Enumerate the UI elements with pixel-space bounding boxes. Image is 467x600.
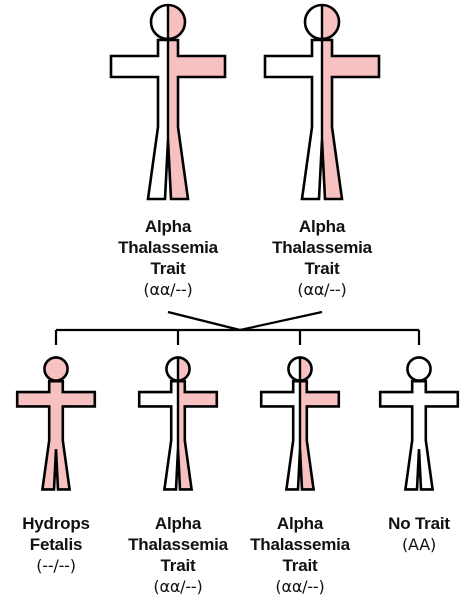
head-outline [43,356,69,382]
parent-2-connector [239,310,323,332]
head-outline [165,356,191,382]
head-half-shading [168,5,185,39]
inheritance-connectors [54,310,421,345]
body-fill [380,381,458,490]
child-figure-1 [15,356,97,491]
child-4-label: No Trait(AA) [388,514,450,554]
parent-figure-2 [263,3,381,201]
body-fill [17,381,95,490]
head-outline [406,356,432,382]
parent-1-connector [167,310,241,332]
body-outline [15,379,97,491]
body-outline [109,38,227,201]
body-outline [137,379,219,491]
head-half-shading [322,5,339,39]
body-outline [378,379,460,491]
body-outline [259,379,341,491]
body-half-shading [322,40,379,199]
head-fill [44,357,68,381]
child-figure-3 [259,356,341,491]
parent-figure-1 [109,3,227,201]
body-half-shading [168,40,225,199]
head-outline [149,3,187,41]
head-outline [287,356,313,382]
child-figure-2 [137,356,219,491]
head-outline [303,3,341,41]
body-outline [263,38,381,201]
child-figure-4 [378,356,460,491]
head-fill [407,357,431,381]
